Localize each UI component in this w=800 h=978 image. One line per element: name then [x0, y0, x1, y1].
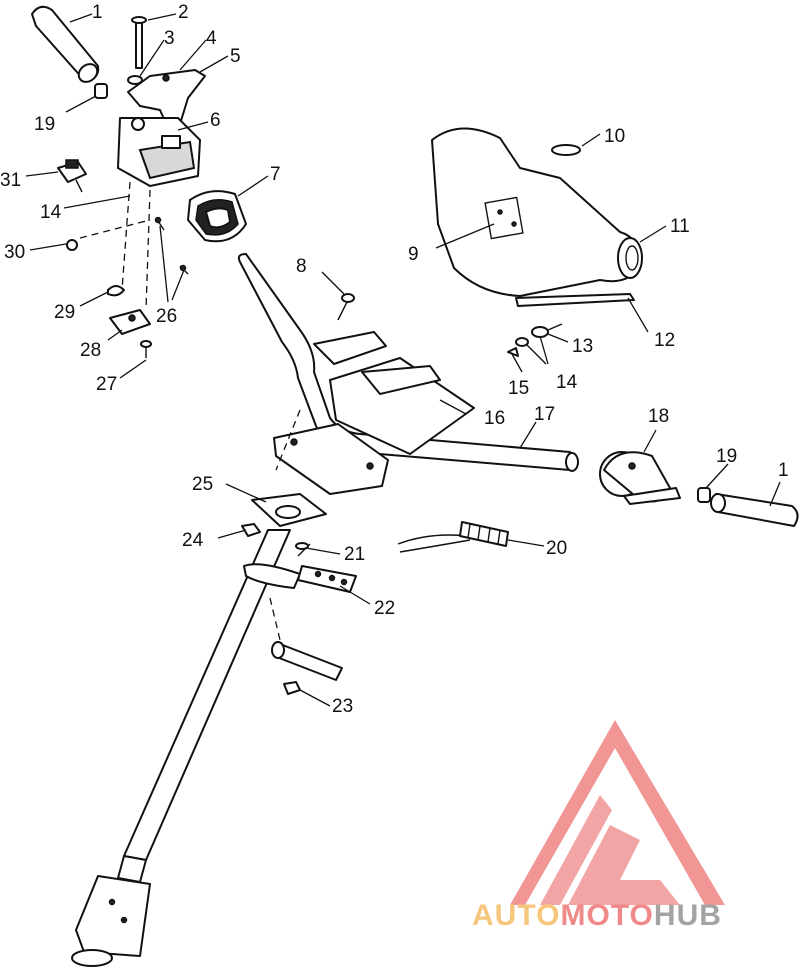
part-right-grip: [710, 493, 799, 527]
part-bar-end-plug-right: [697, 487, 711, 503]
callout-25: 25: [192, 474, 213, 495]
callout-14-right: 14: [556, 372, 578, 393]
callout-18: 18: [648, 406, 669, 427]
part-handlebar: [237, 253, 579, 495]
part-strip-12: [515, 293, 635, 307]
callout-27: 27: [96, 374, 117, 395]
part-screw-13: [515, 323, 563, 347]
callout-16: 16: [484, 408, 505, 429]
part-tube-23: [271, 641, 343, 681]
part-ring-10: [551, 144, 581, 156]
callout-5: 5: [230, 46, 241, 67]
callout-1-left: 1: [92, 2, 103, 23]
callout-11: 11: [670, 216, 690, 237]
callout-10: 10: [604, 126, 625, 147]
callout-20: 20: [546, 538, 567, 559]
callout-30: 30: [4, 242, 25, 263]
part-housing-ring: [187, 190, 247, 243]
logo-hub: HUB: [654, 899, 722, 932]
part-collar: [243, 563, 301, 589]
callout-labels: 1 2 3 4 5 6 7 19 31 14 30 29 26 28 27 8 …: [0, 2, 789, 717]
callout-15: 15: [508, 378, 529, 399]
part-screw-21: [295, 542, 311, 557]
part-cable: [397, 521, 509, 553]
part-brake-lever: [127, 69, 206, 129]
part-column-plate: [251, 493, 327, 527]
part-screw-15: [507, 347, 519, 357]
callout-14-left: 14: [40, 202, 62, 223]
callout-19-right: 19: [716, 446, 737, 467]
callout-23: 23: [332, 696, 353, 717]
callout-12: 12: [654, 330, 675, 351]
callout-21: 21: [344, 544, 365, 565]
callout-13: 13: [572, 336, 593, 357]
watermark-logo: AUTOMOTOHUB: [472, 720, 725, 932]
callout-29: 29: [54, 302, 75, 323]
part-screws-26: [154, 216, 189, 275]
part-hand-pad: [431, 127, 643, 297]
callout-28: 28: [80, 340, 101, 361]
part-throttle-block: [117, 117, 201, 187]
callout-4: 4: [206, 28, 217, 49]
logo-left-stroke: [540, 795, 612, 905]
callout-26: 26: [156, 306, 177, 327]
part-left-grip: [31, 5, 100, 83]
callout-3: 3: [164, 28, 175, 49]
leader-lines: [25, 13, 781, 707]
callout-1-right: 1: [778, 460, 789, 481]
logo-inner-mark: [568, 825, 680, 905]
logo-triangle: [510, 720, 725, 905]
callout-7: 7: [270, 164, 281, 185]
callout-31: 31: [0, 170, 21, 191]
logo-auto: AUTO: [472, 899, 560, 932]
callout-8: 8: [296, 256, 307, 277]
part-bracket-22: [297, 565, 357, 593]
part-right-control: [599, 451, 681, 505]
part-steering-column: [71, 529, 291, 967]
part-bar-end-plug-left: [94, 83, 108, 99]
part-washer-3: [127, 75, 143, 85]
callout-2: 2: [178, 2, 189, 23]
logo-text: AUTOMOTOHUB: [472, 899, 722, 932]
callout-6: 6: [210, 110, 221, 131]
part-screw-30: [66, 239, 78, 251]
callout-17: 17: [534, 404, 555, 425]
callout-22: 22: [374, 598, 395, 619]
logo-moto: MOTO: [560, 899, 653, 932]
callout-9: 9: [408, 244, 419, 265]
callout-24: 24: [182, 530, 204, 551]
part-nut-24: [241, 523, 261, 537]
part-nut-23: [283, 681, 301, 695]
part-bolt-8: [337, 293, 355, 321]
part-screw-27: [140, 340, 152, 358]
callout-19-left: 19: [34, 114, 55, 135]
part-pin: [131, 16, 147, 69]
part-clip-29: [107, 285, 125, 297]
part-switch: [57, 159, 87, 193]
part-cover-plate: [109, 309, 151, 335]
